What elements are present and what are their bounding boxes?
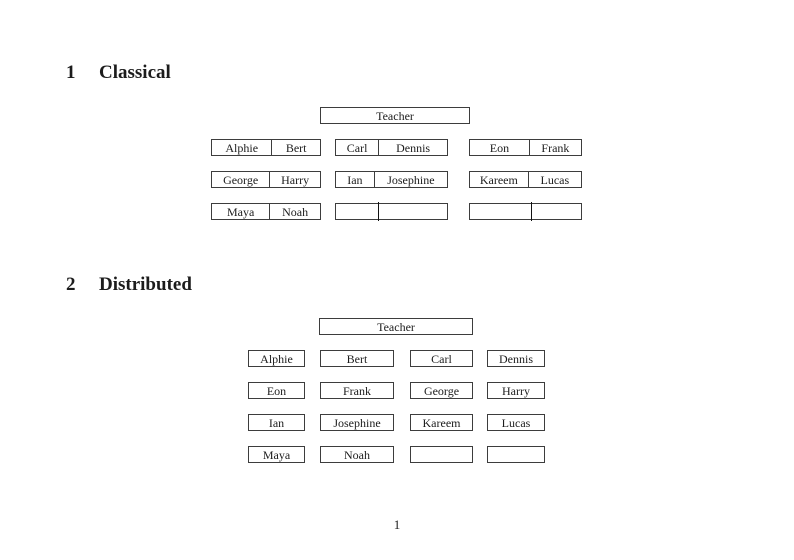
- desk: Alphie Bert: [211, 139, 321, 156]
- seat-bert: Bert: [271, 140, 320, 155]
- desk: Maya Noah: [211, 203, 321, 220]
- seat-harry: Harry: [487, 382, 545, 399]
- seat-josephine: Josephine: [320, 414, 394, 431]
- seat-josephine: Josephine: [373, 172, 447, 187]
- seat-empty: [470, 204, 531, 219]
- seat-alphie: Alphie: [248, 350, 305, 367]
- section-number: 1: [66, 62, 76, 83]
- seat-eon: Eon: [248, 382, 305, 399]
- seat-frank: Frank: [528, 140, 581, 155]
- section-title: Classical: [99, 62, 171, 83]
- seat-carl: Carl: [346, 140, 368, 155]
- teacher-box: Teacher: [320, 107, 470, 124]
- seat-maya: Maya: [248, 446, 305, 463]
- empty-desk-divider: [378, 202, 380, 221]
- teacher-label: Teacher: [376, 108, 414, 123]
- empty-desk-divider: [531, 202, 533, 221]
- seat-george: George: [223, 172, 259, 187]
- seat-eon: Eon: [489, 140, 510, 155]
- section-number: 2: [66, 274, 76, 295]
- desk: Eon Frank: [469, 139, 582, 156]
- desk-empty: [335, 202, 448, 221]
- section-title: Distributed: [99, 274, 192, 295]
- seat-ian: Ian: [347, 172, 363, 187]
- seat-lucas: Lucas: [487, 414, 545, 431]
- seat-frank: Frank: [320, 382, 394, 399]
- teacher-box: Teacher: [319, 318, 473, 335]
- seat-empty: [336, 204, 378, 219]
- seat-alphie: Alphie: [225, 140, 259, 155]
- teacher-label: Teacher: [377, 319, 415, 334]
- seat-empty: [378, 204, 447, 219]
- seat-harry: Harry: [269, 172, 320, 187]
- seat-bert: Bert: [320, 350, 394, 367]
- desk: Ian Josephine: [335, 171, 448, 188]
- seat-noah: Noah: [269, 204, 320, 219]
- seat-empty: [487, 446, 545, 463]
- seat-carl: Carl: [410, 350, 473, 367]
- section-heading-distributed: 2 Distributed: [66, 274, 192, 296]
- desk: Carl Dennis: [335, 139, 448, 156]
- desk: Kareem Lucas: [469, 171, 582, 188]
- section-heading-classical: 1 Classical: [66, 62, 171, 84]
- seat-empty: [531, 204, 581, 219]
- seat-lucas: Lucas: [527, 172, 581, 187]
- seat-maya: Maya: [226, 204, 255, 219]
- seat-kareem: Kareem: [410, 414, 473, 431]
- seat-empty: [410, 446, 473, 463]
- seat-ian: Ian: [248, 414, 305, 431]
- desk: George Harry: [211, 171, 321, 188]
- page-number: 1: [393, 517, 401, 532]
- seat-george: George: [410, 382, 473, 399]
- seat-dennis: Dennis: [487, 350, 545, 367]
- seat-kareem: Kareem: [479, 172, 518, 187]
- seat-noah: Noah: [320, 446, 394, 463]
- seat-dennis: Dennis: [378, 140, 447, 155]
- desk-empty: [469, 202, 582, 221]
